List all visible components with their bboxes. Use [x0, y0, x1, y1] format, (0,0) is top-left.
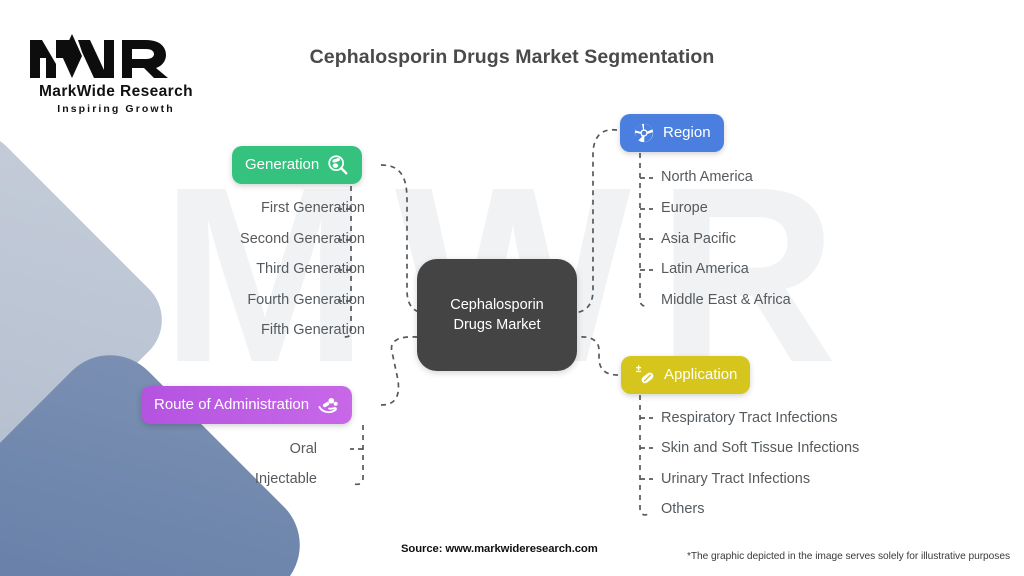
branch-pill-generation[interactable]: Generation [232, 146, 363, 184]
decorative-square-dark [0, 332, 323, 576]
branch-pill-application[interactable]: Application [621, 356, 751, 394]
leaf-generation-1: First Generation [261, 200, 365, 216]
connector-route-to-center [380, 336, 418, 406]
leaf-application-3: Urinary Tract Infections [661, 471, 811, 487]
leaf-application-2: Skin and Soft Tissue Infections [661, 440, 860, 456]
leaf-application-4: Others [661, 501, 705, 517]
leaf-route-1: Oral [289, 441, 317, 457]
page-title: Cephalosporin Drugs Market Segmentation [309, 46, 715, 68]
center-node-line1: Cephalosporin [450, 297, 544, 313]
hand-holding-pills-icon [318, 397, 338, 414]
spine-route [353, 425, 364, 486]
connector-application-to-center [577, 336, 619, 376]
leaf-region-4: Latin America [661, 261, 749, 277]
source-label: Source: www.markwideresearch.com [401, 543, 598, 555]
decorative-square-light [0, 114, 181, 526]
leaf-generation-5: Fifth Generation [261, 322, 365, 338]
leaf-route-2: Injectable [254, 471, 317, 487]
disclaimer-label: *The graphic depicted in the image serve… [686, 551, 1010, 562]
leaf-region-5: Middle East & Africa [661, 292, 791, 308]
leaf-region-1: North America [661, 169, 753, 185]
spine-region [639, 153, 650, 307]
center-node[interactable]: Cephalosporin Drugs Market [417, 259, 577, 371]
globe-icon [634, 123, 654, 143]
branch-pill-route[interactable]: Route of Administration [141, 386, 353, 424]
leaf-region-3: Asia Pacific [661, 231, 736, 247]
leaf-application-1: Respiratory Tract Infections [661, 410, 838, 426]
brand-name: MarkWide Research [39, 83, 193, 100]
leaf-generation-2: Second Generation [240, 231, 365, 247]
brand-logo: MarkWide Research Inspiring Growth [26, 30, 206, 115]
spine-application [639, 395, 650, 516]
brand-tagline: Inspiring Growth [57, 103, 175, 115]
mwr-logo-icon [30, 34, 168, 78]
capsule-plus-minus-icon [636, 365, 654, 384]
branch-label-generation: Generation [245, 155, 320, 173]
branch-label-application: Application [664, 365, 738, 383]
center-node-line2: Drugs Market [453, 317, 541, 333]
branch-pill-region[interactable]: Region [620, 114, 724, 152]
pill-magnifier-icon [328, 155, 348, 175]
leaf-generation-3: Third Generation [256, 261, 365, 277]
leaf-region-2: Europe [661, 200, 708, 216]
leaf-generation-4: Fourth Generation [247, 292, 365, 308]
branch-label-region: Region [663, 123, 711, 141]
branch-label-route: Route of Administration [154, 395, 310, 413]
connector-region-to-center [573, 128, 618, 314]
